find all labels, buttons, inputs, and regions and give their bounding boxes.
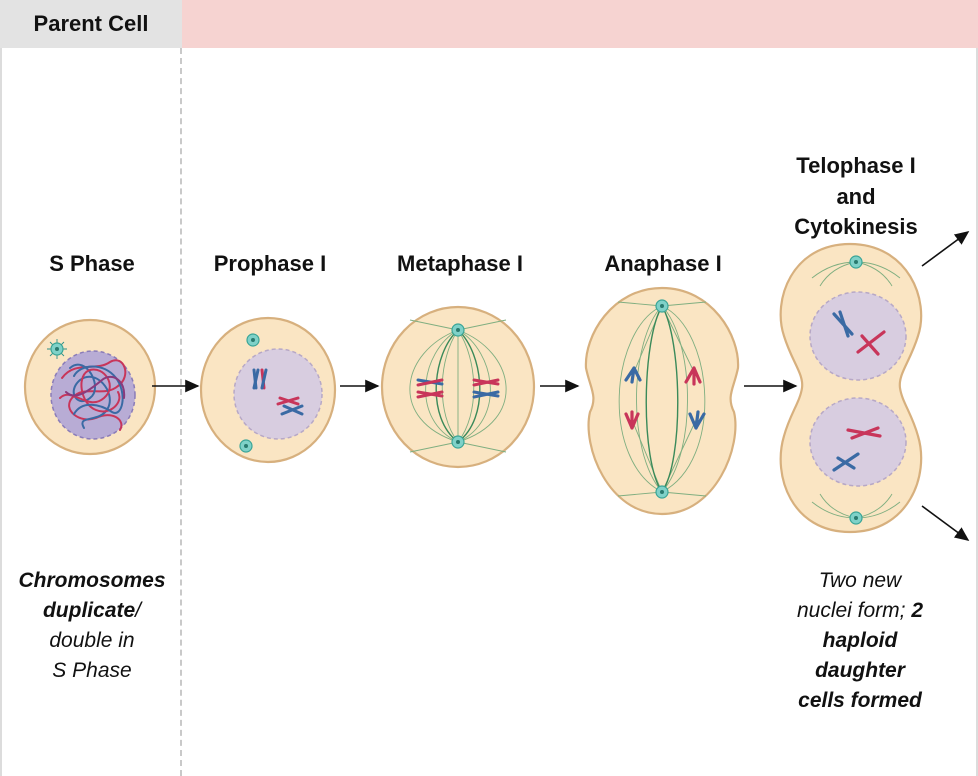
progression-arrows [152, 231, 970, 541]
s-phase-centrosome [47, 339, 67, 359]
caption-right-line4: daughter [815, 659, 905, 682]
stage-divider [180, 48, 182, 776]
label-metaphase: Metaphase I [397, 251, 523, 276]
caption-right-line1: Two new [818, 569, 902, 592]
prophase-cell [199, 316, 337, 464]
parent-cell-title: Parent Cell [33, 11, 149, 36]
label-telophase-line1: Telophase I [796, 153, 916, 178]
label-telophase-line3: Cytokinesis [794, 214, 918, 239]
right-border [976, 48, 978, 776]
caption-left-line2-rest: / [135, 599, 142, 622]
caption-telophase: Two new nuclei form; 2 haploid daughter … [768, 566, 952, 716]
caption-right-line2-b: 2 [911, 599, 924, 622]
meiosis-header-band [182, 0, 978, 48]
left-border [0, 48, 2, 776]
anaphase-cell [584, 286, 740, 516]
caption-left-line4: S Phase [52, 659, 132, 682]
caption-right-line5: cells formed [798, 689, 922, 712]
parent-cell-header: Parent Cell [0, 0, 182, 48]
arrow-daughter-cell-2 [921, 505, 970, 541]
caption-left-line3: double in [49, 629, 135, 652]
s-phase-cell [23, 318, 157, 456]
arrow-daughter-cell-1 [921, 231, 970, 267]
caption-right-line2-a: nuclei form; [796, 599, 912, 622]
caption-left-line1: Chromosomes [18, 569, 166, 592]
label-telophase-line2: and [836, 184, 876, 209]
label-s-phase: S Phase [49, 251, 135, 276]
telophase-cell [779, 242, 923, 534]
caption-right-line3: haploid [822, 629, 898, 652]
label-prophase: Prophase I [213, 251, 327, 276]
caption-left-line2-bold: duplicate [42, 599, 136, 622]
metaphase-cell [380, 305, 536, 469]
label-anaphase: Anaphase I [604, 251, 722, 276]
caption-s-phase: Chromosomes duplicate/ double in S Phase [8, 566, 176, 686]
